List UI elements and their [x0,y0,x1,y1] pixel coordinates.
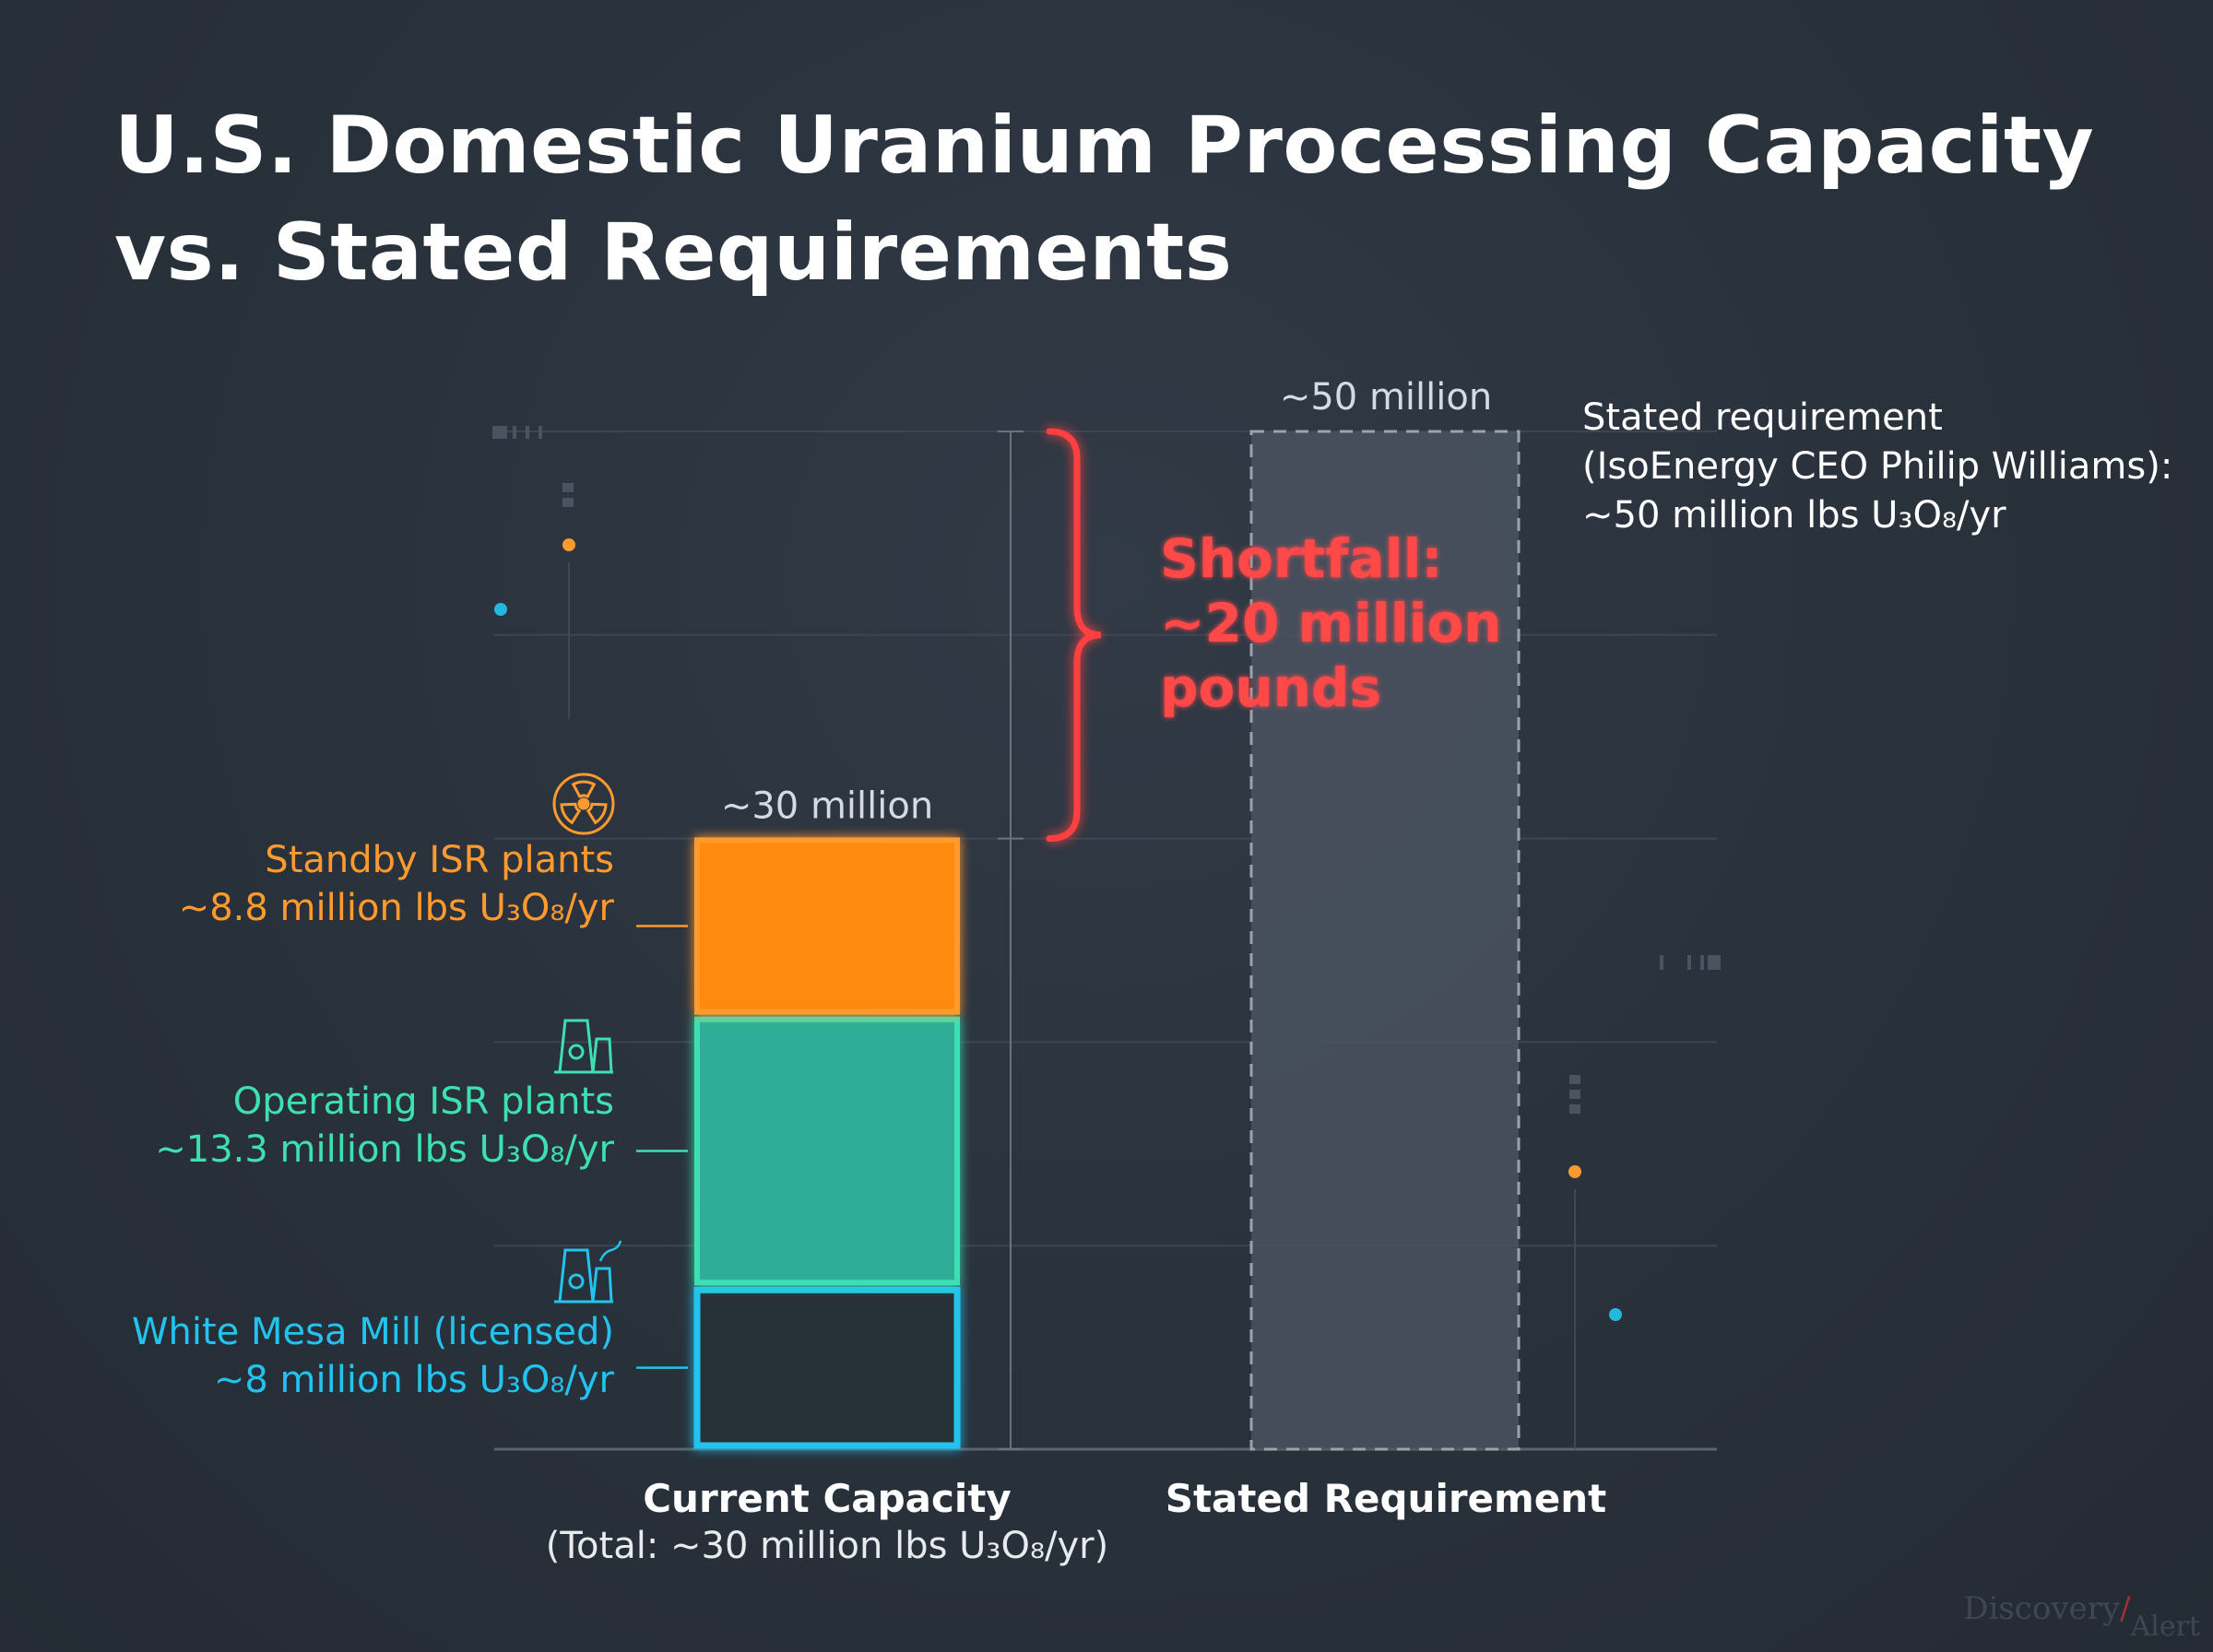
series-label-1: Operating ISR plants [233,1080,614,1123]
deco-sq-1 [562,498,574,507]
title-block: U.S. Domestic Uranium Processing Capacit… [114,92,2094,306]
shortfall-annotation-line-1: ~20 million [1160,592,1502,655]
category-sublabel-0: (Total: ~30 million lbs U₃O₈/yr) [546,1525,1108,1567]
deco-tick-r-0 [1660,955,1663,970]
deco-sq-r-2 [1569,1104,1580,1114]
deco-dot-blue [494,603,507,616]
capacity-segment-2 [694,837,960,1015]
capacity-segment-1 [694,1016,960,1286]
shortfall-annotation-line-0: Shortfall: [1160,527,1443,590]
series-label-0: White Mesa Mill (licensed) [132,1311,614,1353]
requirement-annotation-line-0: Stated requirement [1582,396,1943,439]
chart-title-line-1: U.S. Domestic Uranium Processing Capacit… [114,100,2095,192]
series-sublabel-2: ~8.8 million lbs U₃O₈/yr [179,887,615,929]
watermark-text: Discovery [1963,1590,2121,1627]
watermark-text-2: Alert [2130,1611,2200,1643]
bar-top-label-1: ~50 million [1280,376,1492,419]
series-sublabel-1: ~13.3 million lbs U₃O₈/yr [155,1128,614,1171]
series-sublabel-0: ~8 million lbs U₃O₈/yr [214,1359,615,1401]
deco-tick-r-1 [1687,955,1691,970]
deco-dot-orange-2 [1568,1165,1581,1178]
requirement-annotation-line-1: (IsoEnergy CEO Philip Williams): [1582,445,2172,488]
bar-top-label-0: ~30 million [721,785,933,827]
category-label-1: Stated Requirement [1166,1476,1607,1521]
bars [693,428,1564,1451]
category-label-0: Current Capacity [643,1476,1012,1521]
radiation-icon [552,773,615,835]
deco-tick-1 [513,426,516,439]
deco-tick-0 [492,426,507,439]
watermark-slash: / [2120,1590,2131,1627]
deco-dot-blue-2 [1609,1308,1622,1321]
deco-tick-r-3 [1708,955,1721,970]
deco-dot-orange [562,538,575,551]
requirement-annotation-line-2: ~50 million lbs U₃O₈/yr [1582,494,2006,537]
mill-icon [554,1240,622,1304]
deco-sq-0 [562,483,574,492]
decorations [492,426,1721,1450]
deco-tick-3 [538,426,542,439]
deco-tick-2 [526,426,529,439]
watermark: Discovery/Alert [1963,1590,2200,1643]
shortfall-annotation-line-2: pounds [1160,656,1381,719]
cooling-tower-icon [554,1019,613,1074]
shortfall-brace [1046,428,1102,843]
requirement-bar [1251,431,1519,1449]
deco-tick-r-2 [1700,955,1704,970]
capacity-segment-0 [693,1286,961,1449]
deco-sq-r-0 [1569,1075,1580,1084]
chart-title-line-2: vs. Stated Requirements [114,206,1233,299]
series-label-2: Standby ISR plants [265,839,614,881]
grid-layer [494,431,1717,1451]
deco-sq-r-1 [1569,1090,1580,1099]
